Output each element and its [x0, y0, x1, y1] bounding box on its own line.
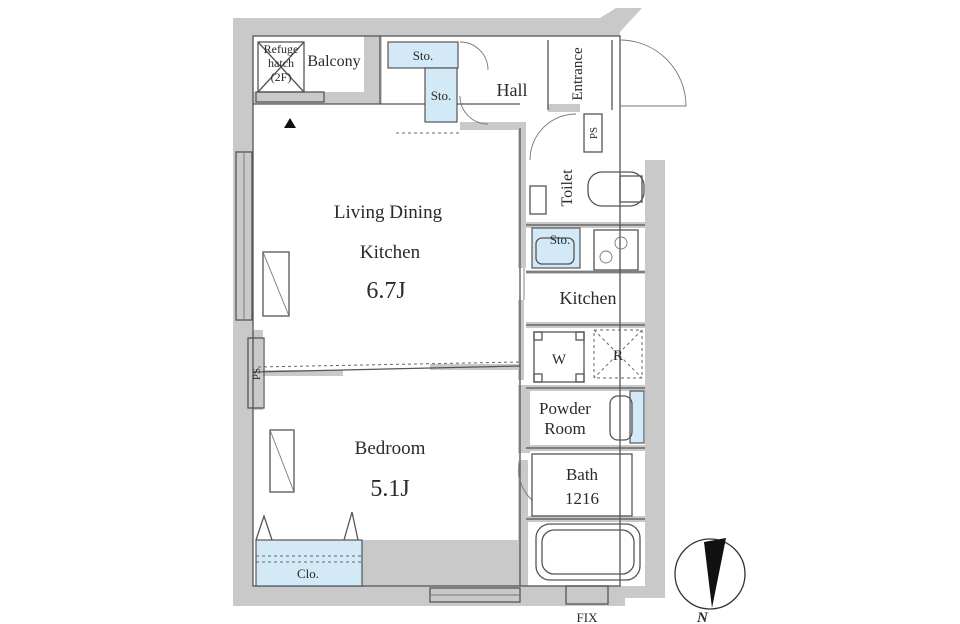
fix-label: FIX: [577, 610, 599, 624]
windows: [235, 91, 609, 605]
storage-top-label: Sto.: [413, 48, 434, 63]
refuge-hatch-line3: (2F): [271, 70, 292, 84]
bedroom-label: Bedroom: [355, 438, 426, 459]
storage-kitchen-label: Sto.: [550, 232, 571, 247]
room-outlines: [252, 35, 645, 587]
bath-size-label: 1216: [565, 489, 599, 508]
storage-kitchen: [531, 227, 581, 269]
bathtub: [535, 523, 641, 581]
exterior-walls: [233, 8, 665, 606]
refrigerator-label: R: [613, 348, 623, 364]
closet-label: Clo.: [297, 566, 319, 581]
closet: [255, 539, 363, 587]
ldk-size-label: 6.7J: [366, 278, 405, 304]
refuge-hatch-line1: Refuge: [264, 42, 299, 56]
bedroom-size-label: 5.1J: [370, 476, 409, 502]
ps-top-label: PS: [588, 127, 600, 139]
compass: N: [674, 538, 746, 624]
toilet-label: Toilet: [559, 169, 576, 207]
compass-n-label: N: [696, 610, 709, 624]
ps-left-label: PS: [251, 368, 263, 380]
entrance-label: Entrance: [570, 47, 586, 101]
doors: [459, 39, 687, 501]
powder-room-label-1: Powder: [539, 399, 591, 418]
washer-label: W: [552, 352, 567, 368]
storage-top: [387, 41, 459, 69]
powder-room-label-2: Room: [544, 419, 586, 438]
storage-hall: [424, 67, 458, 123]
toilet-fixture: [587, 171, 645, 207]
washer-fixture: [533, 331, 585, 383]
ldk-label-2: Kitchen: [360, 242, 421, 263]
powder-storage: [629, 390, 645, 444]
compass-needle-icon: [704, 538, 726, 608]
stove: [593, 229, 639, 271]
storage-hall-label: Sto.: [431, 88, 452, 103]
fixtures: [247, 41, 645, 581]
bath-label: Bath: [566, 465, 599, 484]
balcony-label: Balcony: [307, 53, 360, 70]
kitchen-label: Kitchen: [560, 288, 617, 308]
hall-label: Hall: [497, 80, 528, 100]
refuge-hatch-line2: hatch: [268, 56, 294, 70]
ldk-label-1: Living Dining: [334, 202, 443, 223]
